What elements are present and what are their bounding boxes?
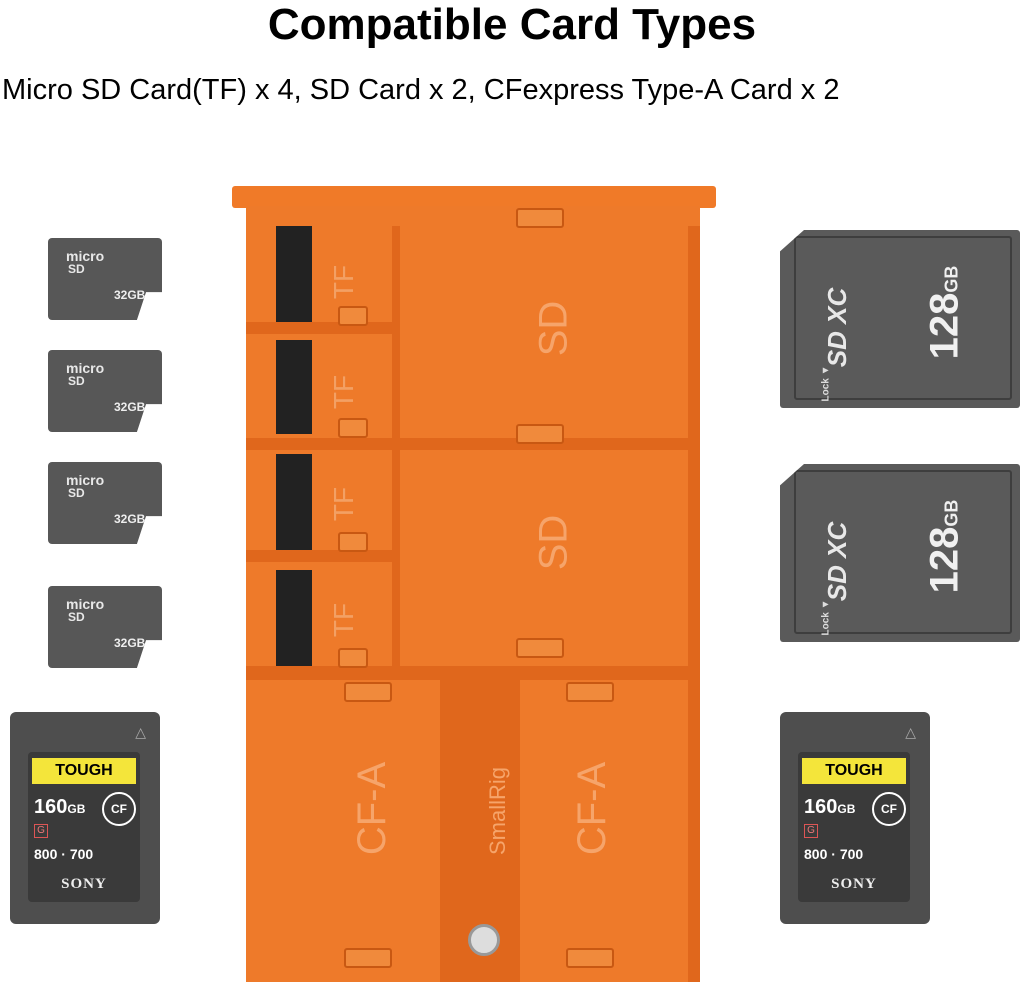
tough-label: TOUGH xyxy=(802,758,906,784)
cf-logo-icon: CF xyxy=(872,792,906,826)
micro-sd-logo: micro xyxy=(66,596,105,612)
cf-a-label: CF-A xyxy=(570,761,615,856)
latch-tab xyxy=(338,648,368,668)
latch-tab xyxy=(338,532,368,552)
divider xyxy=(246,550,392,562)
tf-slot xyxy=(276,454,312,550)
divider xyxy=(688,226,700,982)
tf-label: TF xyxy=(328,374,359,410)
smallrig-logo: SmallRig xyxy=(485,766,511,856)
lock-label: Lock ▼ xyxy=(820,365,832,402)
micro-sd-capacity: 32GB xyxy=(114,400,146,414)
micro-sd-capacity: 32GB xyxy=(114,512,146,526)
latch-tab xyxy=(344,948,392,968)
micro-sd-logo-sub: SD xyxy=(68,486,85,500)
sdxc-capacity: 128GB xyxy=(922,265,967,360)
screw-icon xyxy=(468,924,500,956)
micro-sd-capacity: 32GB xyxy=(114,636,146,650)
sdxc-logo: SD XC xyxy=(822,521,853,602)
latch-tab xyxy=(566,948,614,968)
latch-tab xyxy=(516,424,564,444)
sdxc-logo: SD XC xyxy=(822,287,853,368)
tf-slot xyxy=(276,340,312,434)
tf-label: TF xyxy=(328,602,359,638)
cfexpress-capacity: 160GB xyxy=(804,796,856,818)
micro-sd-logo: micro xyxy=(66,472,105,488)
class-badge: G xyxy=(34,824,48,838)
latch-tab xyxy=(566,682,614,702)
micro-sd-logo-sub: SD xyxy=(68,610,85,624)
latch-tab xyxy=(516,638,564,658)
page-title: Compatible Card Types xyxy=(267,0,757,49)
class-badge: G xyxy=(804,824,818,838)
sdxc-capacity: 128GB xyxy=(922,499,967,594)
sd-label: SD xyxy=(531,300,576,357)
micro-sd-logo-sub: SD xyxy=(68,262,85,276)
micro-sd-capacity: 32GB xyxy=(114,288,146,302)
speed-label: 800 · 700 xyxy=(34,846,94,862)
tf-slot xyxy=(276,226,312,322)
latch-tab xyxy=(344,682,392,702)
divider xyxy=(246,438,700,450)
warning-triangle-icon: △ xyxy=(905,724,916,740)
latch-tab xyxy=(338,306,368,326)
micro-sd-logo: micro xyxy=(66,360,105,376)
sony-logo: SONY xyxy=(831,876,877,892)
divider xyxy=(246,666,700,680)
case-lid xyxy=(232,186,716,208)
cf-a-label: CF-A xyxy=(350,761,395,856)
latch-tab xyxy=(338,418,368,438)
tf-slot xyxy=(276,570,312,666)
warning-triangle-icon: △ xyxy=(135,724,146,740)
lock-label: Lock ▼ xyxy=(820,599,832,636)
sdxc-card: SD XC 128GB Lock ▼ xyxy=(780,464,1020,642)
cfexpress-capacity: 160GB xyxy=(34,796,86,818)
tf-label: TF xyxy=(328,264,359,300)
tf-label: TF xyxy=(328,486,359,522)
tough-label: TOUGH xyxy=(32,758,136,784)
divider xyxy=(246,322,392,334)
divider xyxy=(392,226,400,666)
cfexpress-card: △ TOUGH 160GB CF G 800 · 700 SONY xyxy=(780,712,930,924)
sdxc-card: SD XC 128GB Lock ▼ xyxy=(780,230,1020,408)
case-body: TF TF TF TF SD SD CF-A CF-A SmallRig xyxy=(246,206,700,982)
latch-tab xyxy=(516,208,564,228)
speed-label: 800 · 700 xyxy=(804,846,864,862)
micro-sd-logo-sub: SD xyxy=(68,374,85,388)
page-subtitle: Micro SD Card(TF) x 4, SD Card x 2, CFex… xyxy=(2,74,840,106)
sony-logo: SONY xyxy=(61,876,107,892)
card-case: TF TF TF TF SD SD CF-A CF-A SmallRig xyxy=(232,186,716,982)
sd-label: SD xyxy=(531,514,576,571)
cf-logo-icon: CF xyxy=(102,792,136,826)
cfexpress-card: △ TOUGH 160GB CF G 800 · 700 SONY xyxy=(10,712,160,924)
micro-sd-logo: micro xyxy=(66,248,105,264)
